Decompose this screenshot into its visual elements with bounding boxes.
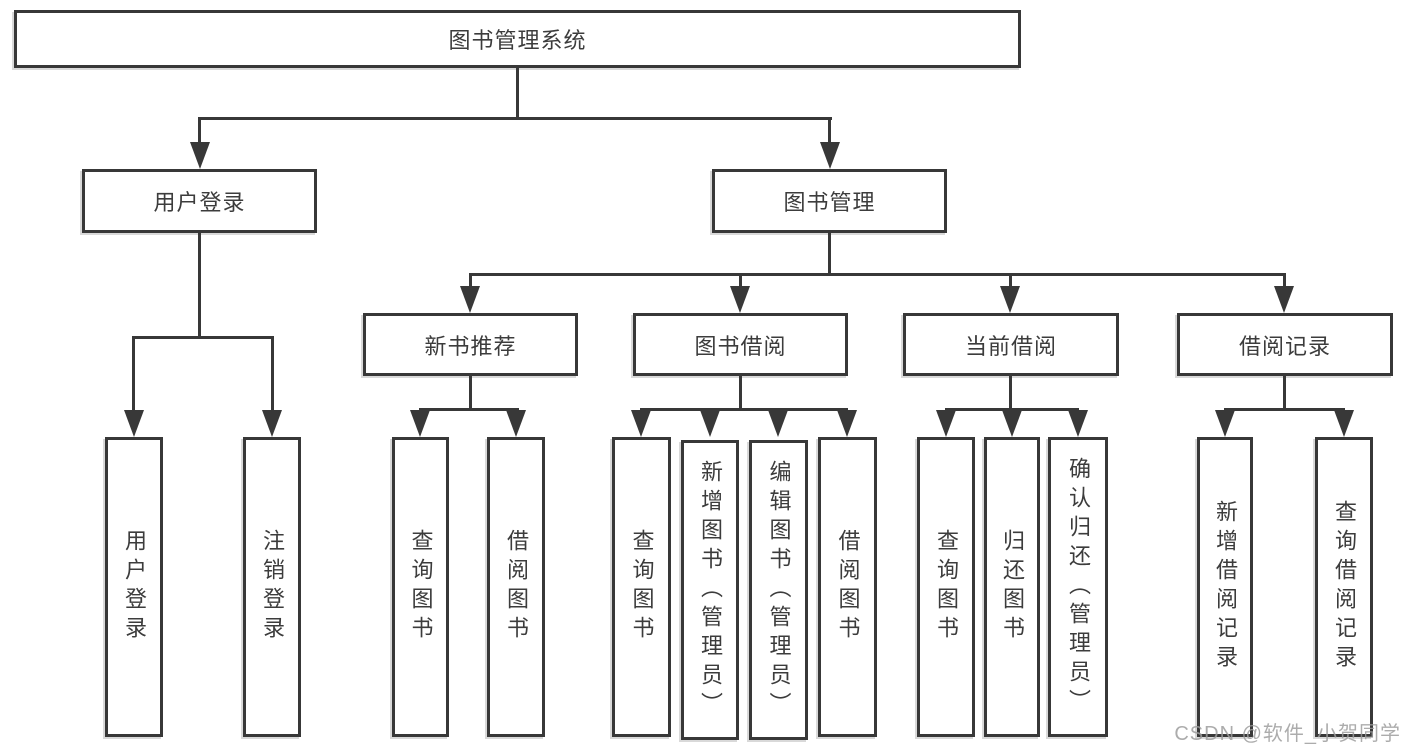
connector-new-book-stem	[469, 376, 472, 411]
node-borrow-records: 借阅记录	[1177, 313, 1393, 376]
arrow-down-icon	[768, 410, 788, 437]
node-user-login: 用户登录	[82, 169, 317, 233]
connector-drop-logout	[271, 336, 274, 414]
node-current-borrow: 当前借阅	[903, 313, 1119, 376]
connector-borrow-records-bar	[1224, 408, 1345, 411]
connector-book-management-bar	[469, 273, 1286, 276]
node-new-book-recommend: 新书推荐	[363, 313, 578, 376]
connector-drop-book-management	[828, 117, 831, 147]
connector-user-login-bar	[132, 336, 274, 339]
arrow-down-icon	[631, 410, 651, 437]
connector-user-login-stem	[198, 233, 201, 339]
arrow-down-icon	[820, 142, 840, 169]
arrow-down-icon	[730, 286, 750, 313]
arrow-down-icon	[1068, 410, 1088, 437]
arrow-down-icon	[1274, 286, 1294, 313]
connector-book-borrow-stem	[739, 376, 742, 411]
arrow-down-icon	[1334, 410, 1354, 437]
leaf-edit-books-admin: 编辑图书（管理员）	[749, 440, 808, 740]
arrow-down-icon	[1000, 286, 1020, 313]
leaf-logout: 注销登录	[243, 437, 301, 737]
leaf-query-books-borrow: 查询图书	[612, 437, 671, 737]
connector-book-management-stem	[828, 233, 831, 276]
arrow-down-icon	[410, 410, 430, 437]
leaf-query-books-recommend: 查询图书	[392, 437, 449, 737]
arrow-down-icon	[262, 410, 282, 437]
connector-drop-current-borrow	[1009, 273, 1012, 289]
arrow-down-icon	[936, 410, 956, 437]
arrow-down-icon	[460, 286, 480, 313]
connector-root-stem	[516, 68, 519, 119]
arrow-down-icon	[1002, 410, 1022, 437]
arrow-down-icon	[837, 410, 857, 437]
arrow-down-icon	[1215, 410, 1235, 437]
leaf-query-borrow-record: 查询借阅记录	[1315, 437, 1373, 737]
node-book-borrow: 图书借阅	[633, 313, 848, 376]
leaf-add-borrow-record: 新增借阅记录	[1197, 437, 1253, 737]
leaf-return-books: 归还图书	[984, 437, 1040, 737]
connector-drop-book-borrow	[739, 273, 742, 289]
connector-drop-login	[132, 336, 135, 414]
leaf-confirm-return-admin: 确认归还（管理员）	[1048, 437, 1108, 737]
leaf-user-login: 用户登录	[105, 437, 163, 737]
arrow-down-icon	[506, 410, 526, 437]
node-library-system: 图书管理系统	[14, 10, 1021, 68]
connector-drop-new-book	[469, 273, 472, 289]
connector-borrow-records-stem	[1283, 376, 1286, 411]
leaf-add-books-admin: 新增图书（管理员）	[681, 440, 739, 740]
node-book-management: 图书管理	[712, 169, 947, 233]
connector-drop-user-login	[198, 117, 201, 147]
connector-current-borrow-stem	[1009, 376, 1012, 411]
connector-book-borrow-bar	[640, 408, 848, 411]
leaf-borrow-books-recommend: 借阅图书	[487, 437, 545, 737]
arrow-down-icon	[124, 410, 144, 437]
leaf-query-books-current: 查询图书	[917, 437, 975, 737]
connector-current-borrow-bar	[945, 408, 1079, 411]
leaf-borrow-books: 借阅图书	[818, 437, 877, 737]
connector-drop-borrow-records	[1283, 273, 1286, 289]
connector-root-bar	[198, 117, 832, 120]
arrow-down-icon	[700, 410, 720, 437]
arrow-down-icon	[190, 142, 210, 169]
connector-new-book-bar	[419, 408, 519, 411]
